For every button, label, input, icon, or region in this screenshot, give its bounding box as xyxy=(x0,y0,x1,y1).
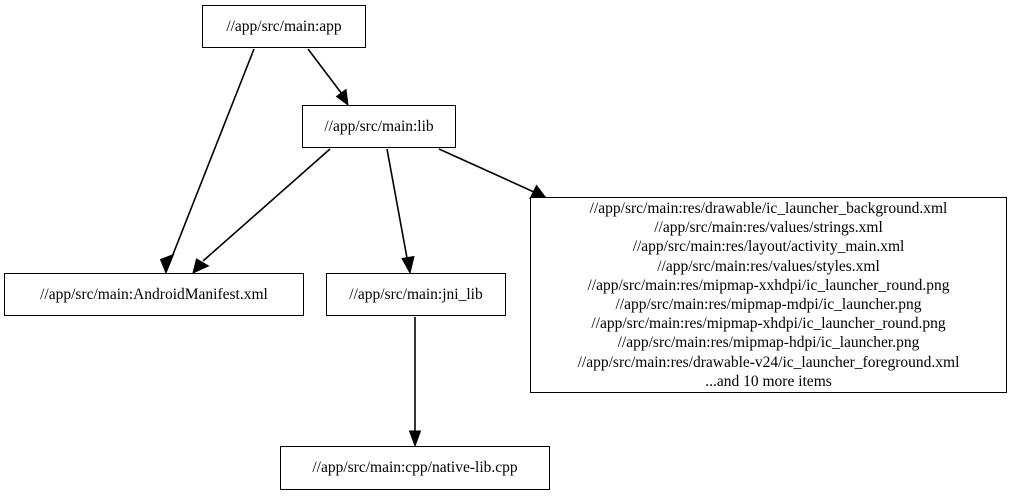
arrowhead-icon xyxy=(408,430,422,448)
arrowhead-icon xyxy=(335,88,349,107)
edge-app-to-manifest xyxy=(159,48,255,275)
node-android-manifest[interactable]: //app/src/main:AndroidManifest.xml xyxy=(4,273,304,316)
edge-line xyxy=(169,48,255,263)
node-jni-lib-label: //app/src/main:jni_lib xyxy=(349,285,483,303)
node-resources[interactable]: //app/src/main:res/drawable/ic_launcher_… xyxy=(530,197,1007,393)
edge-line xyxy=(202,148,331,262)
edge-jni-lib-to-native-lib xyxy=(408,317,422,448)
node-lib-label: //app/src/main:lib xyxy=(324,117,434,135)
node-native-lib-cpp[interactable]: //app/src/main:cpp/native-lib.cpp xyxy=(280,446,550,490)
arrowhead-icon xyxy=(401,255,415,275)
arrowhead-icon xyxy=(192,258,210,274)
node-lib[interactable]: //app/src/main:lib xyxy=(302,105,456,148)
arrowhead-icon xyxy=(159,253,175,275)
edge-line xyxy=(386,148,408,259)
node-native-lib-cpp-label: //app/src/main:cpp/native-lib.cpp xyxy=(312,459,518,477)
node-app[interactable]: //app/src/main:app xyxy=(202,5,366,48)
edge-lib-to-manifest xyxy=(192,148,331,274)
edge-lib-to-jni-lib xyxy=(386,148,415,275)
node-resources-label: //app/src/main:res/drawable/ic_launcher_… xyxy=(577,199,960,390)
edge-app-to-lib xyxy=(307,48,349,107)
edge-lib-to-resources xyxy=(438,148,547,200)
node-app-label: //app/src/main:app xyxy=(226,17,342,35)
node-jni-lib[interactable]: //app/src/main:jni_lib xyxy=(326,273,506,316)
edge-line xyxy=(307,48,343,95)
edge-line xyxy=(438,148,535,193)
node-android-manifest-label: //app/src/main:AndroidManifest.xml xyxy=(40,285,268,303)
